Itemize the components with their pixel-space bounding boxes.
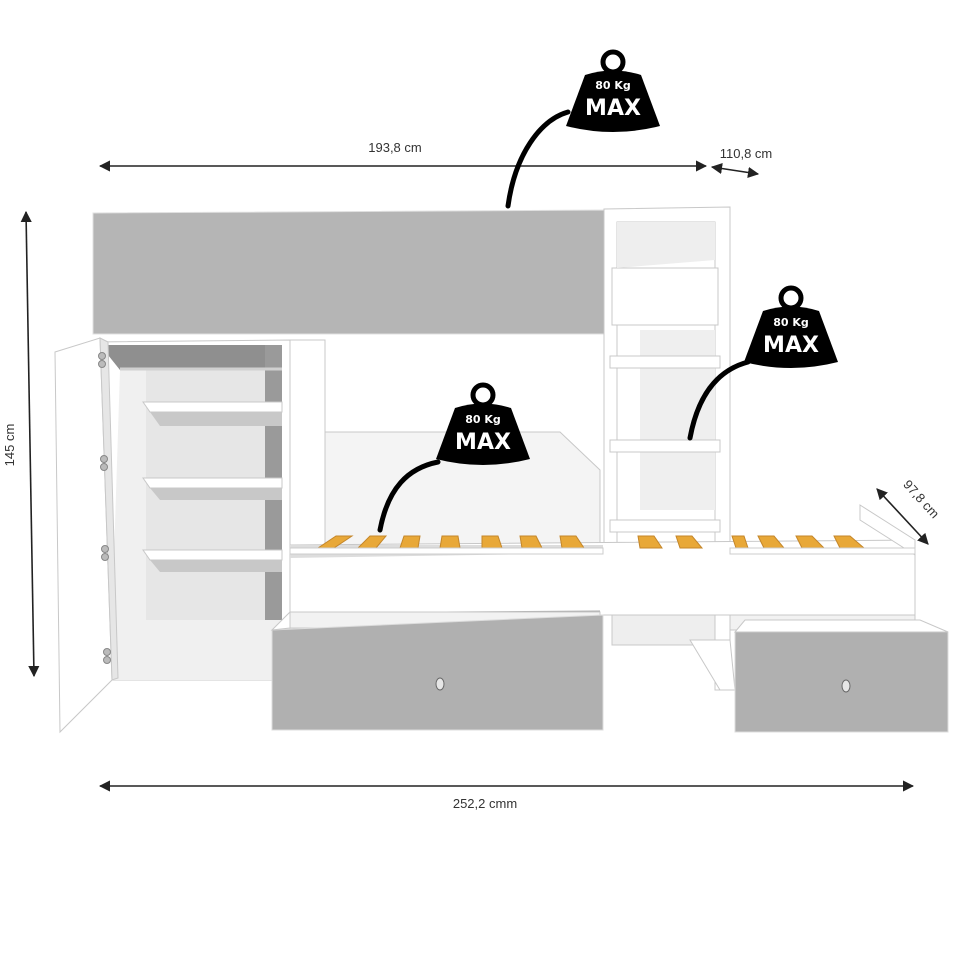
top-bunk-front-panel [92, 209, 613, 335]
weight-icon [436, 403, 530, 465]
left-drawer [270, 610, 604, 731]
lower-depth-label: 97,8 cm [900, 477, 942, 521]
bed-slats [316, 535, 866, 549]
weight-capacity: 80 Kg [773, 316, 809, 329]
weight-badge-top: 80 Kg MAX [505, 49, 660, 209]
dimension-height: 145 cm [2, 210, 40, 678]
weight-badge-ladder: 80 Kg MAX [687, 285, 838, 441]
weight-ring-icon [600, 49, 626, 75]
door-hinges [98, 352, 111, 664]
top-width-label: 193,8 cm [368, 140, 421, 155]
weight-badge-lower: 80 Kg MAX [377, 382, 530, 533]
wardrobe-door [54, 337, 119, 734]
weight-ring-icon [470, 382, 496, 408]
weight-icon [566, 70, 660, 132]
wardrobe-shelves [142, 401, 283, 572]
wardrobe [94, 339, 326, 681]
weight-max-label: MAX [455, 430, 511, 455]
lower-bed [289, 504, 916, 616]
dimension-top-depth: 110,8 cm [710, 146, 773, 179]
dimension-top-width: 193,8 cm [98, 140, 708, 172]
weight-ring-icon [778, 285, 804, 311]
height-label: 145 cm [2, 424, 17, 467]
weight-icon [744, 306, 838, 368]
weight-capacity: 80 Kg [465, 413, 501, 426]
dimension-total-width: 252,2 cmm [98, 780, 915, 811]
bunk-bed-illustration [54, 206, 949, 734]
right-drawer [729, 614, 949, 733]
weight-max-label: MAX [763, 333, 819, 358]
total-width-label: 252,2 cmm [453, 796, 517, 811]
top-depth-label: 110,8 cm [720, 146, 773, 161]
weight-max-label: MAX [585, 96, 641, 121]
ladder-frame [603, 206, 736, 691]
weight-capacity: 80 Kg [595, 79, 631, 92]
